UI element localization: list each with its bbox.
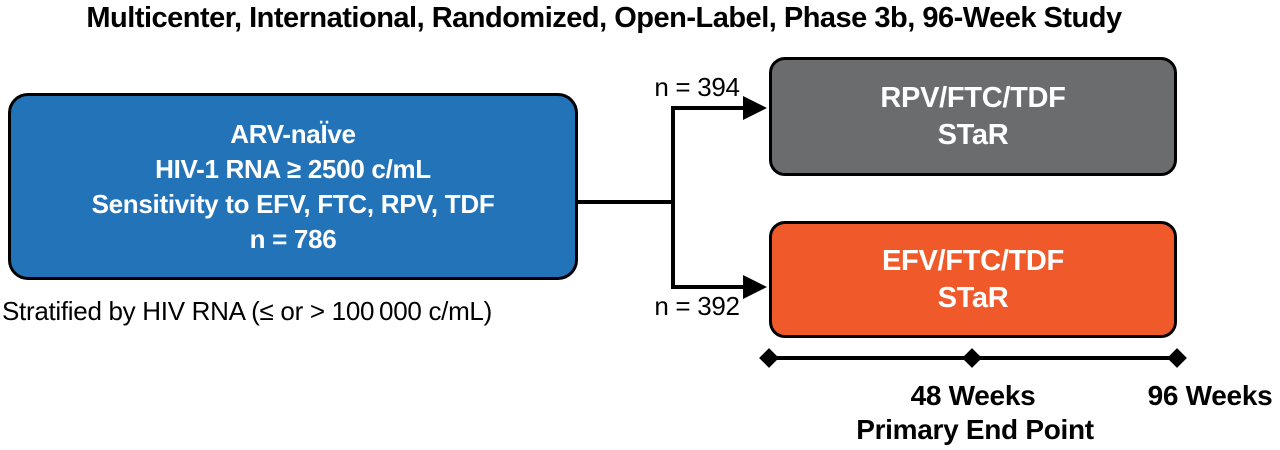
stratification-note: Stratified by HIV RNA (≤ or > 100 000 c/… <box>2 296 492 326</box>
arrowhead-bottom-icon <box>743 275 767 299</box>
enrollment-line-population: ARV-naÏve <box>230 118 356 149</box>
arm-rpv-study-name: STaR <box>937 118 1009 151</box>
arm-efv-box: EFV/FTC/TDF STaR <box>769 221 1177 338</box>
connector-arrow-line-bottom <box>671 285 745 289</box>
timeline-diamond-baseline-icon <box>759 348 779 368</box>
enrollment-line-rna-criteria: HIV-1 RNA ≥ 2500 c/mL <box>155 153 431 184</box>
arm-efv-n-label: n = 392 <box>654 291 740 321</box>
study-title: Multicenter, International, Randomized, … <box>86 2 1122 34</box>
arm-rpv-box: RPV/FTC/TDF STaR <box>769 57 1177 176</box>
connector-arrow-line-top <box>671 106 745 110</box>
connector-branch-line <box>671 106 675 289</box>
timeline-diamond-96w-icon <box>1167 348 1187 368</box>
enrollment-line-sensitivity: Sensitivity to EFV, FTC, RPV, TDF <box>91 188 495 219</box>
primary-endpoint-caption: Primary End Point <box>856 414 1094 445</box>
enrollment-box: ARV-naÏve HIV-1 RNA ≥ 2500 c/mL Sensitiv… <box>8 93 578 280</box>
timeline-label-96-weeks: 96 Weeks <box>1147 380 1273 411</box>
enrollment-line-n: n = 786 <box>249 223 337 254</box>
arm-rpv-n-label: n = 394 <box>654 72 740 102</box>
arm-efv-regimen: EFV/FTC/TDF <box>882 244 1064 277</box>
arrowhead-top-icon <box>743 96 767 120</box>
connector-main-line <box>575 200 675 204</box>
arm-rpv-regimen: RPV/FTC/TDF <box>880 81 1066 114</box>
timeline-diamond-48w-icon <box>962 348 982 368</box>
timeline-label-48-weeks: 48 Weeks <box>910 380 1036 411</box>
arm-efv-study-name: STaR <box>937 281 1009 314</box>
